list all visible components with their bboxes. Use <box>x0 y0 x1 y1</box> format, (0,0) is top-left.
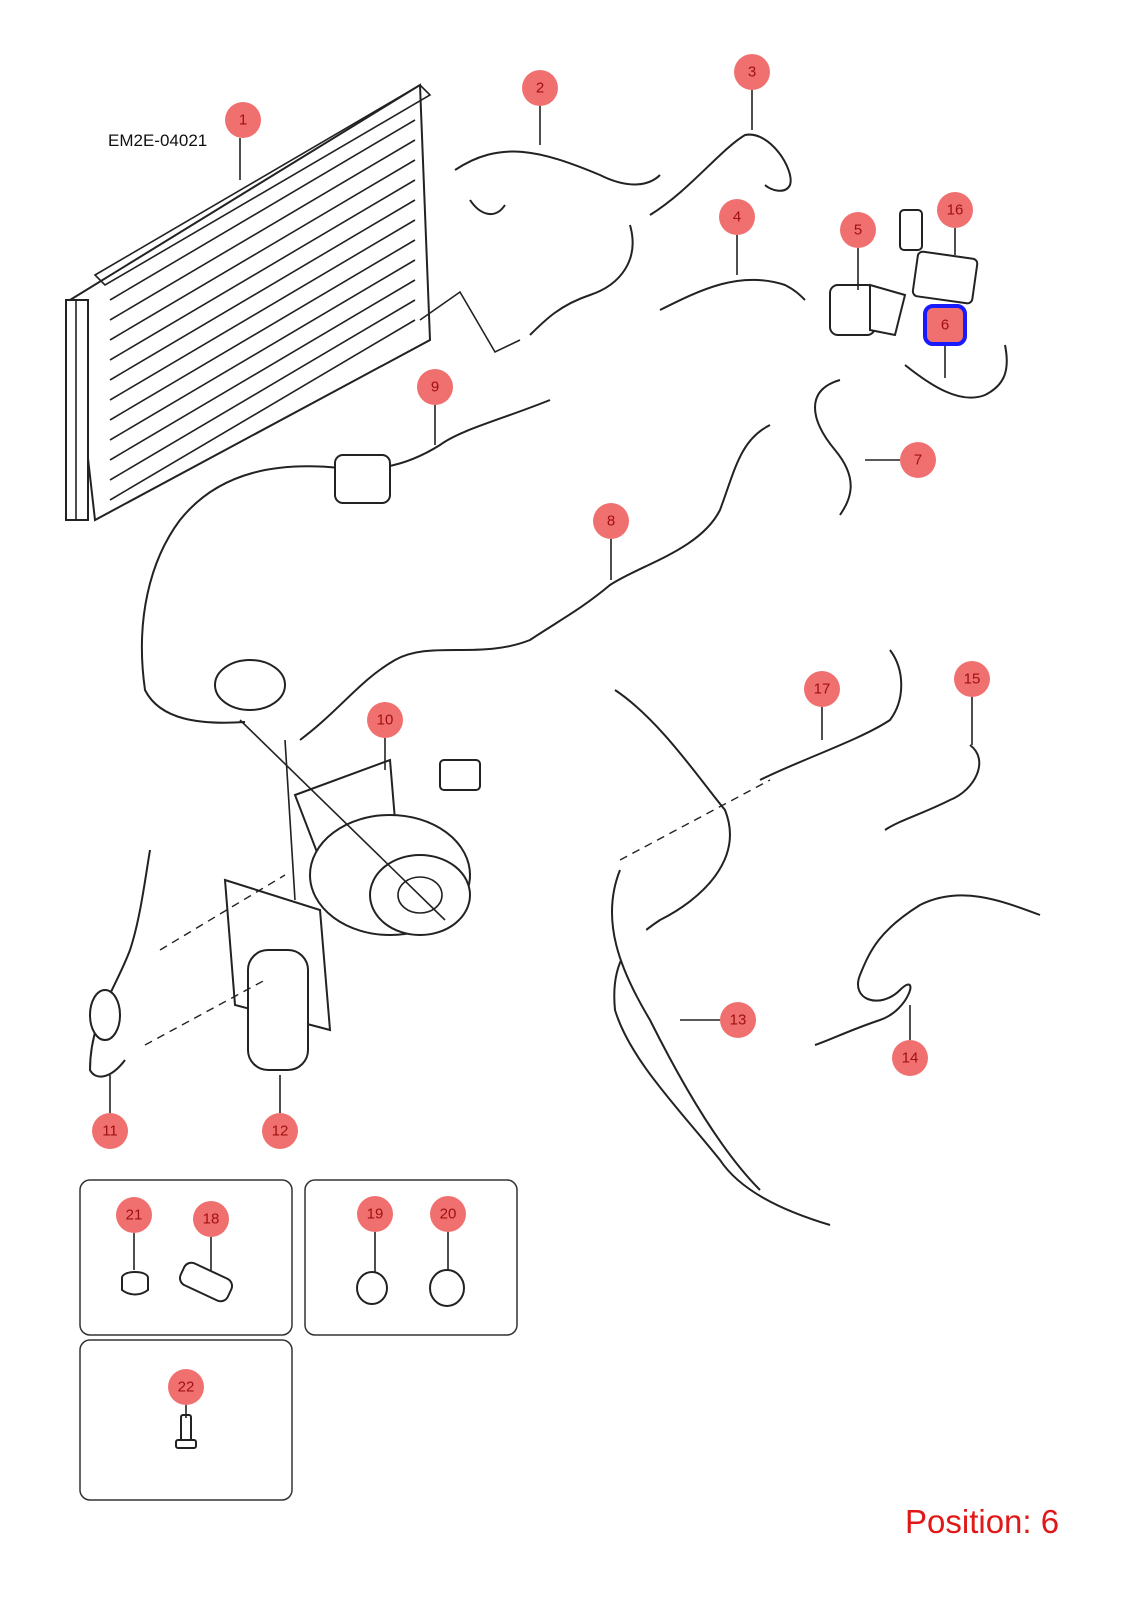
callout-16[interactable]: 16 <box>937 192 973 228</box>
svg-text:11: 11 <box>102 1123 118 1140</box>
callout-21[interactable]: 21 <box>116 1197 152 1233</box>
hose-8 <box>299 424 771 741</box>
callout-8[interactable]: 8 <box>593 503 629 539</box>
svg-text:6: 6 <box>941 317 949 334</box>
callout-2[interactable]: 2 <box>522 70 558 106</box>
valve-core-part <box>178 1261 234 1303</box>
svg-text:22: 22 <box>178 1379 195 1396</box>
svg-text:10: 10 <box>377 712 394 729</box>
position-label: Position: 6 <box>905 1503 1060 1540</box>
svg-text:8: 8 <box>607 513 615 530</box>
accessory-box-2 <box>304 1179 518 1336</box>
callout-11[interactable]: 11 <box>92 1113 128 1149</box>
svg-text:1: 1 <box>239 112 247 129</box>
condenser-leader <box>419 290 521 354</box>
svg-text:20: 20 <box>440 1206 457 1223</box>
callout-6-highlighted[interactable]: 6 <box>923 304 967 346</box>
svg-text:21: 21 <box>126 1207 143 1224</box>
hose-15 <box>884 744 981 831</box>
cap-part <box>121 1271 149 1296</box>
o-ring-19-part <box>356 1271 388 1305</box>
svg-text:5: 5 <box>854 222 862 239</box>
svg-text:18: 18 <box>203 1211 220 1228</box>
svg-text:9: 9 <box>431 379 439 396</box>
accessory-box-3 <box>79 1339 293 1501</box>
svg-text:19: 19 <box>367 1206 384 1223</box>
callout-4[interactable]: 4 <box>719 199 755 235</box>
callout-5[interactable]: 5 <box>840 212 876 248</box>
hose-3 <box>649 133 792 216</box>
svg-text:15: 15 <box>964 671 981 688</box>
hose-11 <box>88 849 151 1078</box>
hose-17 <box>759 649 903 781</box>
callout-3[interactable]: 3 <box>734 54 770 90</box>
callout-18[interactable]: 18 <box>193 1201 229 1237</box>
svg-text:4: 4 <box>733 209 741 226</box>
svg-text:2: 2 <box>536 80 544 97</box>
hose-6 <box>904 344 1008 399</box>
callout-20[interactable]: 20 <box>430 1196 466 1232</box>
svg-text:7: 7 <box>914 452 922 469</box>
callout-14[interactable]: 14 <box>892 1040 928 1076</box>
hose-2 <box>454 150 661 186</box>
callout-9[interactable]: 9 <box>417 369 453 405</box>
svg-text:12: 12 <box>272 1123 289 1140</box>
callout-17[interactable]: 17 <box>804 671 840 707</box>
callout-1[interactable]: 1 <box>225 102 261 138</box>
accessory-box-1 <box>79 1179 293 1336</box>
valve-9-part <box>334 454 391 504</box>
svg-text:16: 16 <box>947 202 964 219</box>
bolt-part <box>175 1414 197 1449</box>
hose-4 <box>659 278 806 311</box>
condenser-part <box>65 83 432 522</box>
callouts-layer: 1 2 3 4 5 6 7 8 9 10 11 12 13 14 15 16 1… <box>92 54 990 1405</box>
line-8-9 <box>140 399 551 724</box>
hose-14 <box>814 894 1041 1046</box>
hose-7 <box>814 379 852 516</box>
o-ring-20-part <box>429 1269 465 1307</box>
callout-12[interactable]: 12 <box>262 1113 298 1149</box>
callout-19[interactable]: 19 <box>357 1196 393 1232</box>
svg-text:14: 14 <box>902 1050 919 1067</box>
callout-15[interactable]: 15 <box>954 661 990 697</box>
valve-body-part <box>829 283 907 337</box>
svg-text:13: 13 <box>730 1012 747 1029</box>
svg-text:17: 17 <box>814 681 831 698</box>
sensor-module-part <box>899 209 979 305</box>
receiver-drier-part <box>247 949 309 1071</box>
diagram-code: EM2E-04021 <box>108 131 208 150</box>
callout-22[interactable]: 22 <box>168 1369 204 1405</box>
callout-7[interactable]: 7 <box>900 442 936 478</box>
svg-text:3: 3 <box>748 64 756 81</box>
callout-13[interactable]: 13 <box>720 1002 756 1038</box>
callout-10[interactable]: 10 <box>367 702 403 738</box>
